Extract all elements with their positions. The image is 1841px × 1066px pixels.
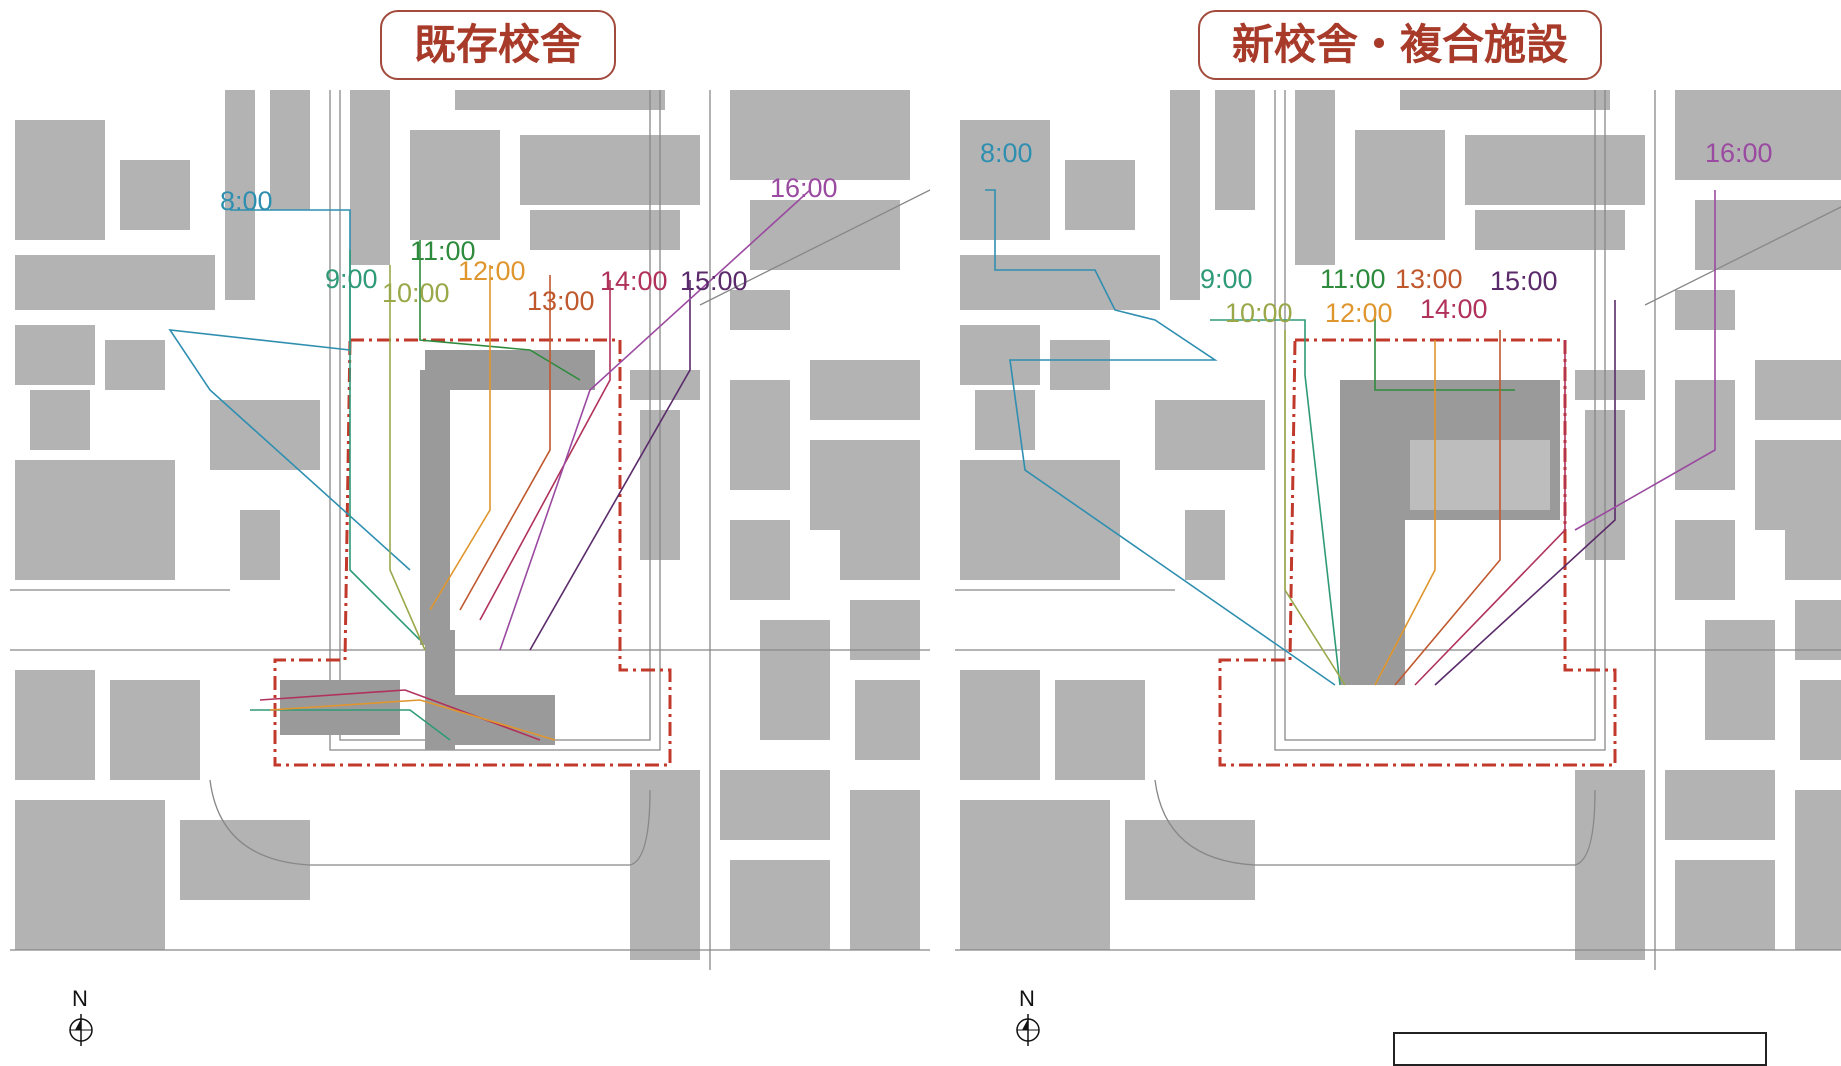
time-label-10: 10:00 [382,278,450,308]
time-label-14: 14:00 [600,266,668,296]
time-label-11: 11:00 [410,236,476,266]
surrounding-buildings [960,90,1841,960]
north-arrow-icon [69,1014,93,1046]
time-label-12: 12:00 [1325,298,1393,328]
time-label-9: 9:00 [1200,264,1253,294]
north-arrow-right: N [1003,986,1053,1048]
north-label: N [72,986,88,1011]
time-label-10: 10:00 [1225,298,1293,328]
existing-school-buildings [280,350,595,750]
time-label-13: 13:00 [1395,264,1463,294]
time-label-13: 13:00 [527,286,595,316]
existing-map-canvas: 8:00 9:00 10:00 11:00 12:00 13:00 14:00 … [10,90,930,970]
road-outlines [10,90,930,970]
site-boundary [273,338,672,767]
new-school-complex-title: 新校舎・複合施設 [1198,10,1602,80]
new-school-inner-blocks [1410,440,1550,510]
time-label-14: 14:00 [1420,294,1488,324]
shadow-time-lines [985,189,1716,686]
legend-box [1393,1032,1767,1066]
existing-school-title: 既存校舎 [380,10,616,80]
time-label-9: 9:00 [325,264,378,294]
new-school-shadow-map: 8:00 9:00 10:00 11:00 12:00 13:00 14:00 … [955,90,1841,975]
time-label-15: 15:00 [680,266,748,296]
time-label-8: 8:00 [220,186,273,216]
time-label-15: 15:00 [1490,266,1558,296]
time-label-16: 16:00 [1705,138,1773,168]
new-map-canvas: 8:00 9:00 10:00 11:00 12:00 13:00 14:00 … [955,90,1841,970]
time-label-11: 11:00 [1320,264,1386,294]
time-labels: 8:00 9:00 10:00 11:00 12:00 13:00 14:00 … [980,138,1773,328]
new-school-complex-buildings [1340,380,1560,685]
time-label-8: 8:00 [980,138,1033,168]
time-label-16: 16:00 [770,173,838,203]
existing-school-shadow-map: 8:00 9:00 10:00 11:00 12:00 13:00 14:00 … [10,90,930,975]
north-arrow-icon [1016,1014,1040,1046]
time-label-12: 12:00 [458,256,526,286]
surrounding-buildings [15,90,920,960]
north-label: N [1019,986,1035,1011]
north-arrow-left: N [56,986,106,1048]
shadow-time-lines [168,189,811,741]
time-labels: 8:00 9:00 10:00 11:00 12:00 13:00 14:00 … [220,173,838,316]
